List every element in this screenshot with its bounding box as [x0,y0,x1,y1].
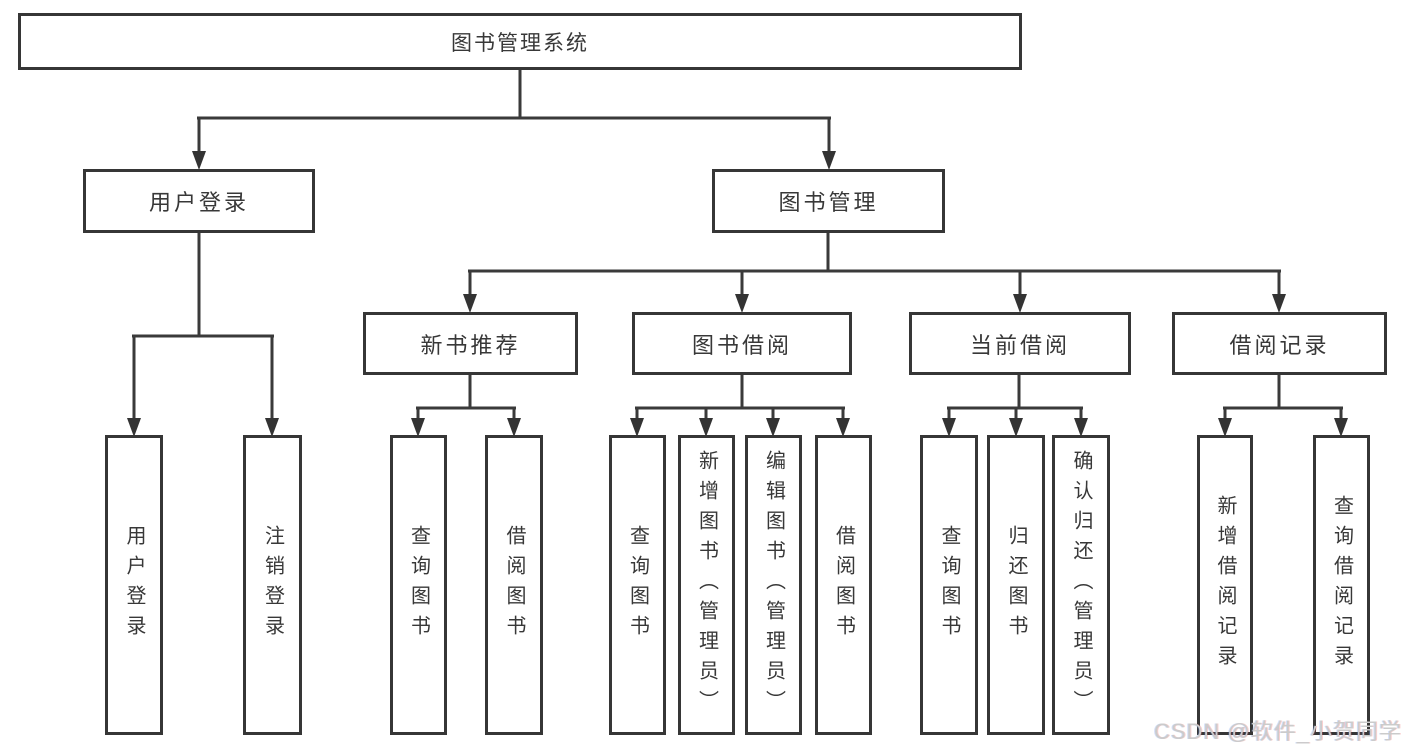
arrow-down-icon [192,151,206,170]
node-add-books-admin: 新增图书（管理员） [678,435,735,735]
node-label: 借阅图书 [503,525,525,645]
node-label: 当前借阅 [969,332,1070,358]
node-book-management: 图书管理 [712,169,945,233]
node-label: 查询图书 [626,525,649,645]
node-label: 新增图书（管理员） [695,450,718,720]
node-new-book-recommend: 新书推荐 [363,312,578,375]
node-query-books-recommend: 查询图书 [390,435,447,735]
connector-root-to-level2 [192,70,836,170]
connector-user-login-to-leaves [127,233,279,437]
node-root-system: 图书管理系统 [18,13,1022,70]
arrow-down-icon [411,418,425,437]
arrow-down-icon [735,294,749,313]
connector-book-borrow-to-leaves [630,375,850,437]
node-label: 用户登录 [148,190,249,215]
node-user-login-leaf: 用户登录 [105,435,163,735]
node-add-borrow-record: 新增借阅记录 [1197,435,1253,735]
node-label: 用户登录 [123,525,145,645]
arrow-down-icon [1009,418,1023,437]
arrow-down-icon [1334,418,1348,437]
node-label: 查询图书 [407,525,430,645]
arrow-down-icon [942,418,956,437]
connector-borrow-records-to-leaves [1218,375,1348,437]
node-label: 查询图书 [938,525,960,645]
node-return-books: 归还图书 [987,435,1045,735]
arrow-down-icon [699,418,713,437]
node-book-borrowing: 图书借阅 [632,312,852,375]
node-logout: 注销登录 [243,435,302,735]
node-query-borrow-record: 查询借阅记录 [1313,435,1370,735]
node-user-login-branch: 用户登录 [83,169,315,233]
node-label: 图书借阅 [691,332,792,358]
node-label: 图书管理系统 [451,31,589,55]
node-borrow-books: 借阅图书 [815,435,872,735]
node-label: 借阅记录 [1229,332,1330,358]
arrow-down-icon [1074,418,1088,437]
arrow-down-icon [836,418,850,437]
node-current-borrowing: 当前借阅 [909,312,1131,375]
csdn-watermark: CSDN @软件_小贺同学 [1153,719,1402,744]
connector-current-borrow-to-leaves [942,375,1088,437]
node-query-books-borrowing: 查询图书 [609,435,666,735]
arrow-down-icon [265,418,279,437]
arrow-down-icon [1272,294,1286,313]
node-query-books-current: 查询图书 [920,435,978,735]
connector-new-books-to-leaves [411,375,521,437]
arrow-down-icon [822,151,836,170]
node-label: 新增借阅记录 [1214,495,1236,675]
arrow-down-icon [630,418,644,437]
node-confirm-return-admin: 确认归还（管理员） [1052,435,1110,735]
node-label: 编辑图书（管理员） [762,450,785,720]
node-label: 查询借阅记录 [1330,495,1353,675]
arrow-down-icon [127,418,141,437]
arrow-down-icon [463,294,477,313]
arrow-down-icon [1013,294,1027,313]
arrow-down-icon [507,418,521,437]
node-borrow-books-recommend: 借阅图书 [485,435,543,735]
connector-book-mgmt-to-level3 [463,233,1286,313]
node-label: 注销登录 [261,525,284,645]
arrow-down-icon [766,418,780,437]
node-label: 新书推荐 [420,332,521,358]
node-borrowing-records: 借阅记录 [1172,312,1387,375]
node-label: 图书管理 [778,190,879,215]
node-edit-books-admin: 编辑图书（管理员） [745,435,802,735]
arrow-down-icon [1218,418,1232,437]
node-label: 确认归还（管理员） [1070,450,1092,720]
node-label: 归还图书 [1005,525,1027,645]
node-label: 借阅图书 [832,525,855,645]
